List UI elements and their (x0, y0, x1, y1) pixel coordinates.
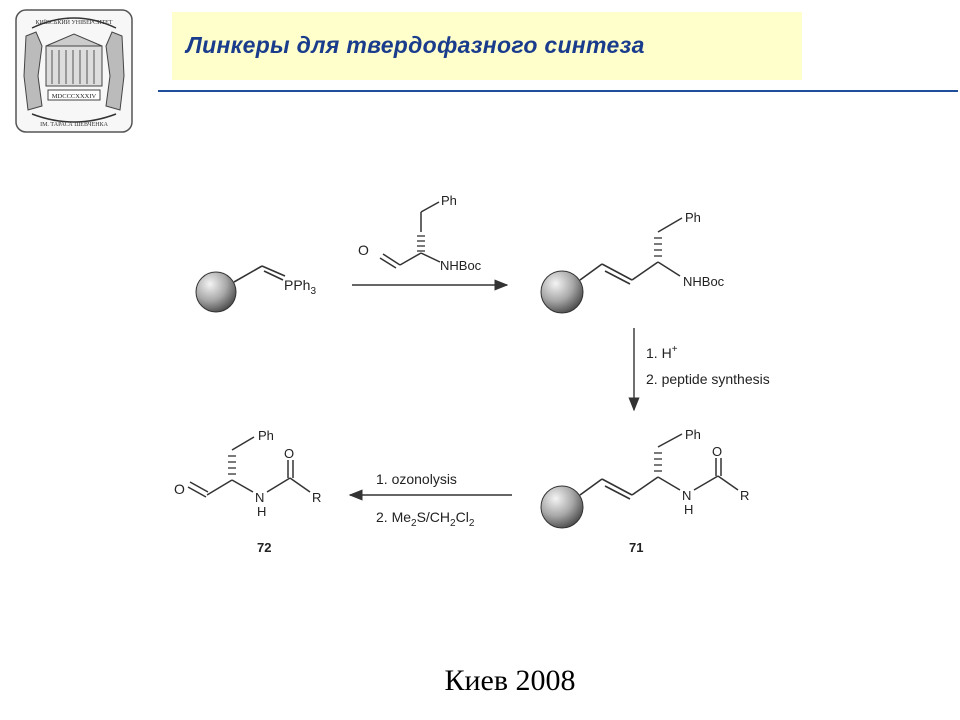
compound-71: Ph N H O R (540, 427, 749, 529)
step-down-1: 1. H+ (646, 344, 678, 361)
compound71-h-label: H (684, 502, 693, 517)
title-underline (158, 90, 958, 92)
compound72-h-label: H (257, 504, 266, 519)
compound72-ph-label: Ph (258, 428, 274, 443)
compound71-ph-label: Ph (685, 427, 701, 442)
resin-bound-alkene-product: Ph NHBoc (540, 210, 725, 314)
step-down-2: 2. peptide synthesis (646, 371, 770, 387)
logo-bottom-text: ІМ. ТАРАСА ШЕВЧЕНКА (40, 122, 108, 128)
compound71-r-label: R (740, 488, 749, 503)
compound72-n-label: N (255, 490, 264, 505)
starting-resin-ylide: PPh3 (195, 265, 316, 313)
compound-72: O Ph N H O R (174, 428, 321, 519)
resin-bead (540, 485, 584, 529)
title-banner: Линкеры для твердофазного синтеза (172, 12, 802, 80)
reagent-amine-label: NHBoc (440, 258, 482, 273)
aldehyde-reagent: Ph O NHBoc (358, 193, 482, 273)
compound72-r-label: R (312, 490, 321, 505)
product1-ph-label: Ph (685, 210, 701, 225)
slide-title: Линкеры для твердофазного синтеза (186, 32, 645, 58)
compound71-o-label: O (712, 444, 722, 459)
university-logo: КИЇВСЬКИЙ УНІВЕРСИТЕТ MDCCCXXXIV ІМ. ТАР… (15, 9, 133, 133)
compound-71-number: 71 (629, 540, 643, 555)
logo-year-text: MDCCCXXXIV (52, 93, 97, 100)
logo-top-text: КИЇВСЬКИЙ УНІВЕРСИТЕТ (36, 18, 113, 26)
product1-amine-label: NHBoc (683, 274, 725, 289)
compound71-n-label: N (682, 488, 691, 503)
resin-bead (540, 270, 584, 314)
reaction-scheme: PPh3 Ph O NHBoc Ph NHBoc (174, 193, 770, 555)
ylide-group: PPh3 (284, 277, 316, 297)
reagent-ph-label: Ph (441, 193, 457, 208)
step-left-2: 2. Me2S/CH2Cl2 (376, 509, 475, 529)
resin-bead (195, 271, 237, 313)
step-left-1: 1. ozonolysis (376, 471, 457, 487)
compound72-o-label: O (284, 446, 294, 461)
compound-72-number: 72 (257, 540, 271, 555)
reagent-carbonyl-o: O (358, 242, 369, 258)
footer-caption: Киев 2008 (444, 664, 576, 697)
compound72-carbonyl-o: O (174, 481, 185, 497)
